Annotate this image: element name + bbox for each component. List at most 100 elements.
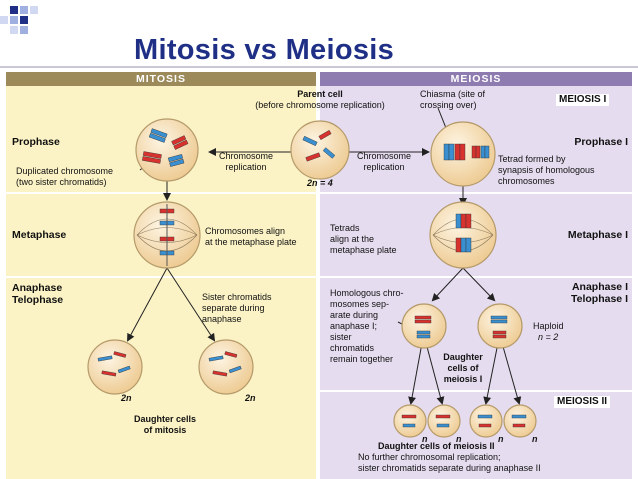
chromosome-pair	[416, 330, 431, 339]
parent-cell-subtitle: (before chromosome replication)	[255, 100, 385, 110]
chromosome	[117, 365, 131, 374]
replication-left-line1: Chromosome	[218, 151, 274, 161]
arrow-meiosis2-b	[425, 342, 445, 405]
chromosome	[512, 423, 526, 428]
chromosome	[97, 355, 113, 362]
arrow-mitosis-right	[166, 267, 216, 342]
stage-anaphase: Anaphase	[12, 282, 63, 294]
replication-right-line1: Chromosome	[356, 151, 412, 161]
arrow-meiosis2-d	[501, 342, 522, 405]
meiosis2-ploidy-label: n	[498, 434, 504, 444]
chromosome	[302, 135, 318, 147]
tetrads-align-line3: metaphase plate	[330, 245, 397, 255]
tetrads-align-line1: Tetrads	[330, 223, 360, 233]
meiosis2-ploidy-label: n	[422, 434, 428, 444]
homologous-note-line3: arate during	[330, 310, 379, 320]
corner-decoration	[0, 0, 44, 40]
parent-cell	[290, 120, 350, 180]
meiosis1-daughter-cell-right	[477, 303, 523, 349]
meiosis1-daughter-cell-left	[401, 303, 447, 349]
homologous-note-line2: mosomes sep-	[330, 299, 390, 309]
chiasma-label-line1: Chiasma (site of	[420, 89, 486, 99]
meiosis2-daughter-cell-3	[469, 404, 503, 438]
meiosis2-note-line1: No further chromosomal replication;	[358, 452, 501, 462]
align-note-line1: Chromosomes align	[205, 226, 286, 236]
chromosome-pair	[171, 135, 189, 150]
align-note-line2: at the metaphase plate	[205, 237, 297, 247]
tetrad	[455, 213, 472, 229]
mitosis-daughter-cell-right	[198, 339, 254, 395]
chromosome	[224, 351, 238, 358]
chromosome	[402, 423, 416, 428]
meiosis2-daughter-cell-2	[427, 404, 461, 438]
meiosis1-daughter-line1: Daughter	[443, 352, 483, 362]
mitosis-header: MITOSIS	[6, 72, 316, 86]
stage-prophase-1: Prophase I	[574, 136, 628, 148]
homologous-note-line1: Homologous chro-	[330, 288, 404, 298]
parent-cell-title: Parent cell	[297, 89, 343, 99]
chromosome	[101, 370, 117, 377]
haploid-note-line1: Haploid	[533, 321, 564, 331]
meiosis2-note-line2: sister chromatids separate during anapha…	[358, 463, 541, 473]
chromosome-pair	[167, 154, 185, 167]
stage-telophase-1: Telophase I	[571, 293, 628, 305]
stage-metaphase-1: Metaphase I	[567, 229, 628, 241]
chromosome	[435, 414, 451, 419]
stage-telophase: Telophase	[12, 294, 64, 306]
arrow-meiosis2-c	[483, 342, 499, 405]
stage-prophase: Prophase	[12, 136, 60, 148]
arrow-meiosis1-right	[462, 267, 496, 302]
row-separator	[6, 276, 316, 278]
stage-metaphase: Metaphase	[12, 229, 67, 241]
meiosis2-daughter-cell-1	[393, 404, 427, 438]
haploid-note-line2: n = 2	[538, 332, 559, 342]
stage-anaphase-1: Anaphase I	[571, 281, 628, 293]
tetrads-align-line2: align at the	[330, 234, 375, 244]
chromosome	[511, 414, 527, 419]
tetrad	[443, 143, 466, 161]
row-separator	[6, 192, 316, 194]
arrow-meiosis1-left	[431, 267, 464, 302]
tetrad-note-line1: Tetrad formed by	[498, 154, 566, 164]
replication-left-line2: replication	[225, 162, 267, 172]
mitosis-daughter-label-line2: of mitosis	[143, 425, 187, 435]
chiasma-label-line2: crossing over)	[420, 100, 477, 110]
homologous-note-line7: remain together	[330, 354, 394, 364]
chromosome	[318, 129, 332, 141]
arrow-meiosis2-a	[408, 342, 423, 405]
meiosis-1-tag: MEIOSIS I	[556, 94, 610, 106]
title-divider	[0, 66, 638, 68]
mitosis-prophase-cell	[135, 118, 199, 182]
chromosome-pair	[148, 128, 168, 143]
meiosis-2-tag: MEIOSIS II	[554, 396, 611, 408]
tetrad-note-line3: chromosomes	[498, 176, 555, 186]
sister-note-line2: separate during	[202, 303, 265, 313]
meiosis1-daughter-line3: meiosis I	[443, 374, 483, 384]
chromosome	[113, 351, 127, 358]
homologous-note-line5: sister	[330, 332, 352, 342]
row-separator	[320, 276, 632, 278]
sister-note-line3: anaphase	[202, 314, 242, 324]
meiosis2-daughter-cell-4	[503, 404, 537, 438]
mitosis-ploidy-left: 2n	[121, 393, 132, 403]
chromosome-pair	[492, 330, 507, 339]
tetrad-note-line2: synapsis of homologous	[498, 165, 595, 175]
sister-note-line1: Sister chromatids	[202, 292, 272, 302]
meiosis-header: MEIOSIS	[320, 72, 632, 86]
tetrad	[455, 237, 472, 253]
duplicated-note-line1: Duplicated chromosome	[16, 166, 114, 176]
chromosome	[477, 414, 493, 419]
slide-title: Mitosis vs Meiosis	[134, 34, 395, 66]
homologous-note-line4: anaphase I;	[330, 321, 378, 331]
meiosis2-daughter-label: Daughter cells of meiosis II	[378, 441, 495, 451]
mitosis-daughter-label-line1: Daughter cells	[133, 414, 197, 424]
chromosome	[322, 147, 336, 159]
meiosis2-ploidy-label: n	[456, 434, 462, 444]
chromosome	[436, 423, 450, 428]
chromosome-pair	[490, 315, 508, 324]
chromosome	[305, 152, 321, 162]
chromosome	[401, 414, 417, 419]
row-separator	[320, 192, 632, 194]
mitosis-daughter-cell-left	[87, 339, 143, 395]
